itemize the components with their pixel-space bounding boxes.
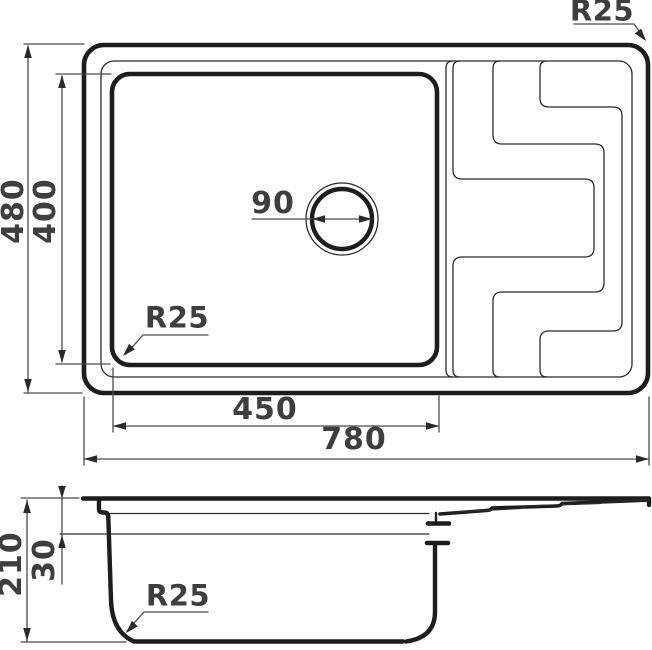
dim-label-overall-depth: 480 bbox=[0, 178, 31, 244]
drain-fitting-marks bbox=[424, 511, 452, 546]
bowl-outline bbox=[109, 71, 440, 368]
sink-rim-line bbox=[100, 60, 633, 378]
leader-r25-bowl bbox=[125, 334, 209, 355]
dim-400-lines bbox=[55, 73, 112, 365]
leader-r25-bottom bbox=[126, 611, 209, 632]
top-view-arrowheads bbox=[24, 28, 649, 463]
dim-label-bowl-depth: 400 bbox=[28, 178, 63, 244]
dim-780-lines bbox=[83, 396, 650, 466]
side-bowl-profile bbox=[96, 498, 406, 644]
top-view-dimensions bbox=[23, 23, 650, 466]
side-drainboard-thin bbox=[455, 498, 649, 513]
dim-label-drain-diameter: 90 bbox=[251, 186, 295, 221]
dim-label-rim-depth: 30 bbox=[27, 538, 62, 582]
dim-label-overall-width: 780 bbox=[321, 422, 387, 457]
side-view-arrowheads bbox=[23, 486, 138, 641]
dim-label-bottom-radius: R25 bbox=[145, 578, 211, 613]
side-bowl-right-wall bbox=[403, 543, 438, 644]
dim-label-overall-height: 210 bbox=[0, 531, 29, 597]
dim-label-bowl-radius: R25 bbox=[144, 300, 210, 335]
side-drainboard-heavy bbox=[438, 498, 651, 516]
sink-outer-outline bbox=[81, 42, 651, 396]
side-view bbox=[20, 485, 652, 644]
dim-480-lines bbox=[23, 43, 85, 394]
dim-label-bowl-width: 450 bbox=[232, 392, 298, 427]
top-view bbox=[23, 23, 651, 466]
dim-210-lines bbox=[20, 497, 127, 643]
dim-label-outer-radius: R25 bbox=[569, 0, 635, 28]
drainboard-grooves bbox=[445, 60, 623, 378]
